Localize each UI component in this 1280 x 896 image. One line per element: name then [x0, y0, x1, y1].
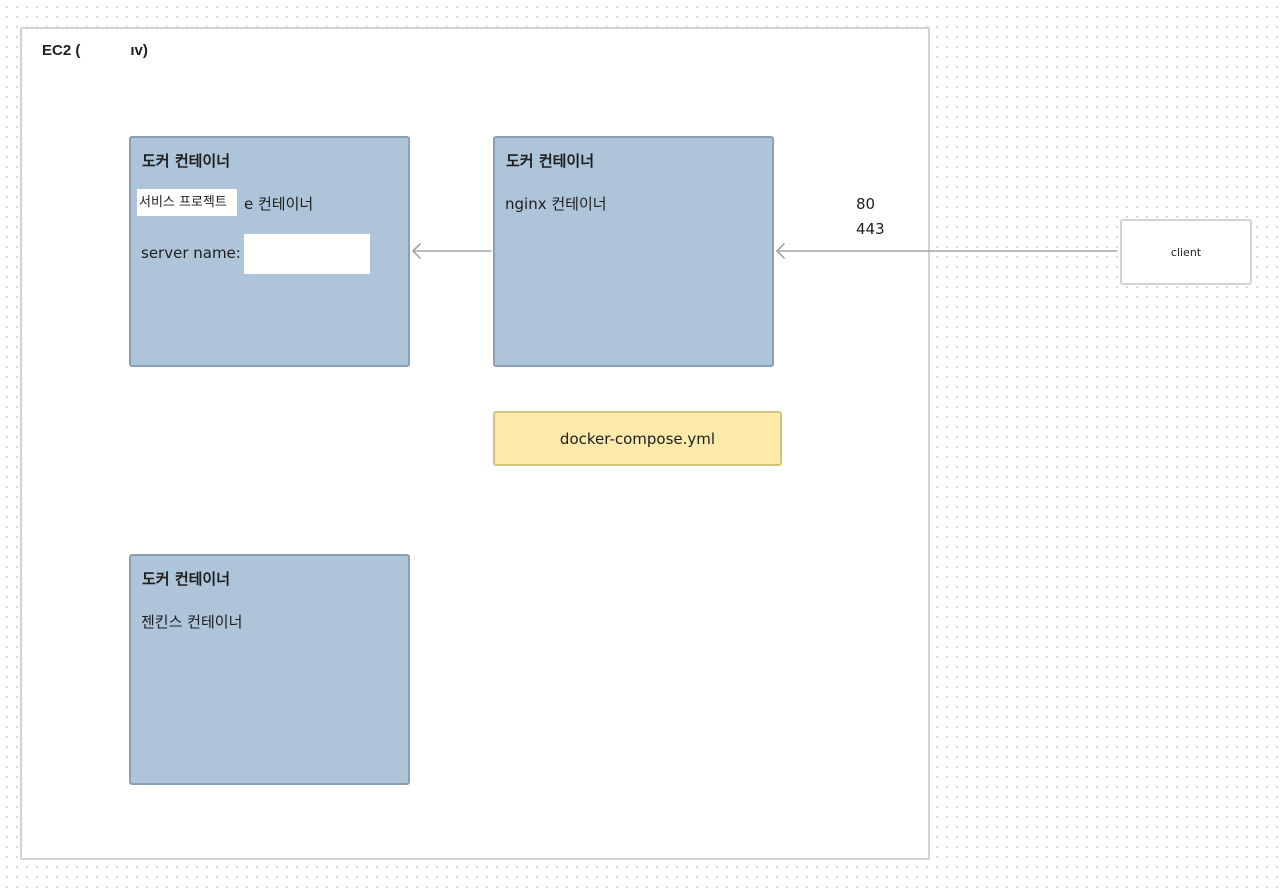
docker-compose-file[interactable]: docker-compose.yml	[493, 411, 782, 466]
port-label-443: 443	[856, 220, 885, 238]
jenkins-container-title: 도커 컨테이너	[142, 570, 231, 588]
client-node[interactable]: client	[1120, 219, 1252, 285]
server-name-redaction	[244, 234, 370, 274]
ec2-title-suffix: ıv)	[130, 42, 148, 59]
client-label: client	[1170, 245, 1202, 259]
jenkins-container-label: 젠킨스 컨테이너	[141, 613, 243, 631]
service-name-redaction: 서비스 프로젝트	[137, 189, 237, 216]
nginx-container[interactable]: 도커 컨테이너 nginx 컨테이너	[493, 136, 774, 367]
docker-compose-label: docker-compose.yml	[559, 429, 716, 448]
service-container[interactable]: 도커 컨테이너 e 컨테이너 서비스 프로젝트 server name:	[129, 136, 410, 367]
service-container-title: 도커 컨테이너	[142, 152, 231, 170]
nginx-container-label: nginx 컨테이너	[505, 195, 607, 213]
ec2-title: EC2 ( ıv)	[42, 42, 148, 59]
server-name-label: server name:	[141, 244, 241, 262]
jenkins-container[interactable]: 도커 컨테이너 젠킨스 컨테이너	[129, 554, 410, 785]
service-container-label: e 컨테이너	[244, 195, 314, 213]
nginx-container-title: 도커 컨테이너	[506, 152, 595, 170]
ec2-title-prefix: EC2 (	[42, 42, 81, 59]
port-label-80: 80	[856, 195, 876, 213]
